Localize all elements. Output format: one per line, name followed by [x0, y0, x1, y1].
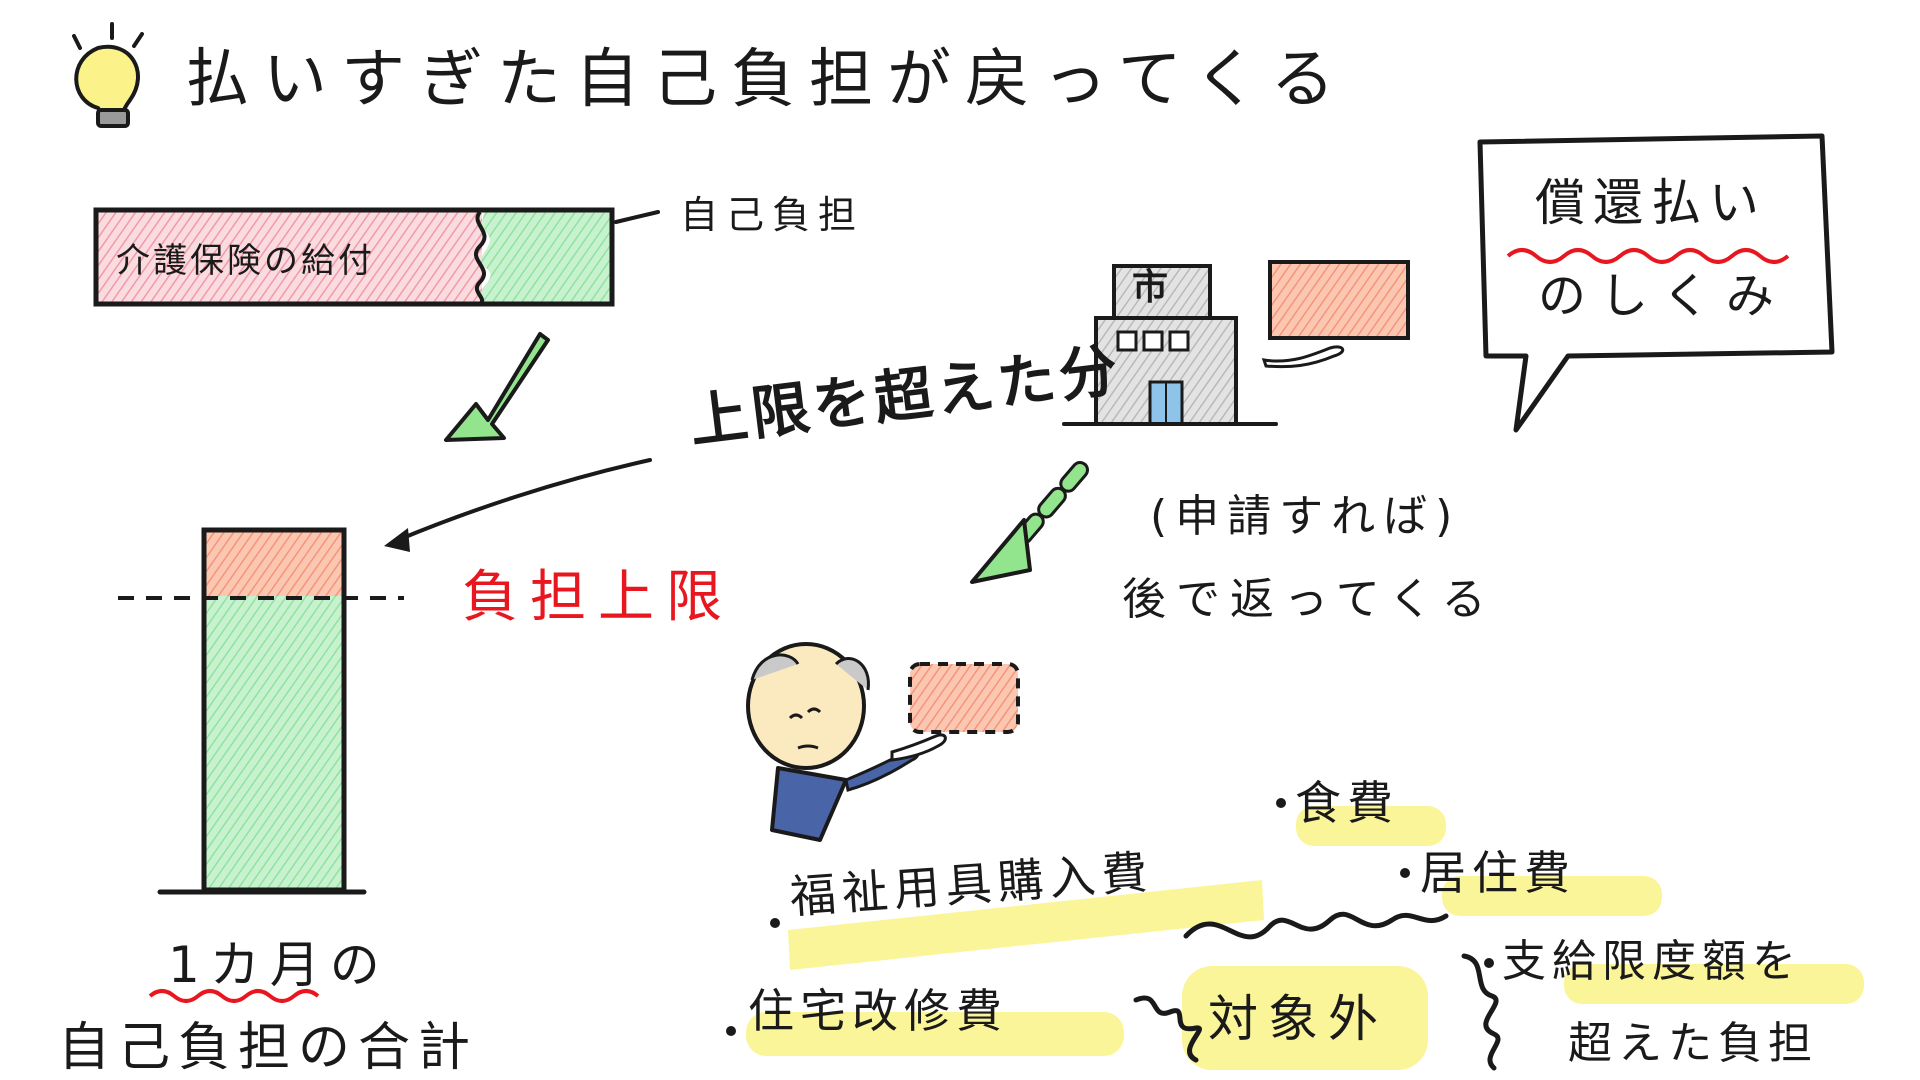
excluded-item-home-renovation: 住宅改修費: [748, 984, 1008, 1038]
lightbulb-icon: [72, 22, 144, 128]
refund-money-person: [890, 662, 1020, 762]
dashed-arrow-icon: [970, 461, 1089, 584]
bullet-icon: [1400, 868, 1410, 878]
bullet-icon: [1484, 958, 1494, 968]
cap-label: 負担上限: [462, 565, 734, 630]
total-caption: 自己負担の合計: [58, 1018, 479, 1078]
bullet-icon: [770, 918, 780, 928]
excluded-item-over-limit-line2: 超えた負担: [1568, 1018, 1818, 1069]
city-sign: 市: [1132, 267, 1169, 308]
insurance-bar: [93, 207, 660, 307]
excluded-label: 対象外: [1208, 990, 1388, 1048]
month-underline: [148, 989, 320, 1003]
elderly-person-icon: [746, 642, 921, 842]
bullet-icon: [726, 1026, 736, 1036]
bubble-title: 償還払い: [1535, 174, 1767, 232]
refund-note-line2: 後で返ってくる: [1122, 574, 1496, 625]
benefit-label: 介護保険の給付: [116, 241, 375, 281]
refund-money-city: [1261, 260, 1410, 369]
page-title: 払いすぎた自己負担が戻ってくる: [185, 43, 1349, 117]
excess-pointer-arrow: [384, 458, 652, 552]
bullet-icon: [1276, 798, 1286, 808]
down-arrow-icon: [444, 332, 550, 442]
excluded-item-food: 食費: [1295, 776, 1399, 830]
excluded-item-housing: 居住費: [1420, 846, 1576, 900]
excluded-brace: [1133, 911, 1501, 1071]
speech-bubble: [1477, 133, 1835, 433]
city-hall-icon: [1062, 264, 1278, 426]
bubble-subtitle: のしくみ: [1538, 268, 1788, 324]
month-caption: 1カ月の: [168, 936, 390, 994]
excluded-item-over-limit-line1: 支給限度額を: [1502, 936, 1802, 987]
self-pay-label: 自己負担: [680, 193, 865, 237]
self-pay-column: [157, 527, 367, 895]
highlight-marks: [746, 806, 1864, 1070]
refund-note-line1: (申請すれば): [1150, 491, 1461, 542]
